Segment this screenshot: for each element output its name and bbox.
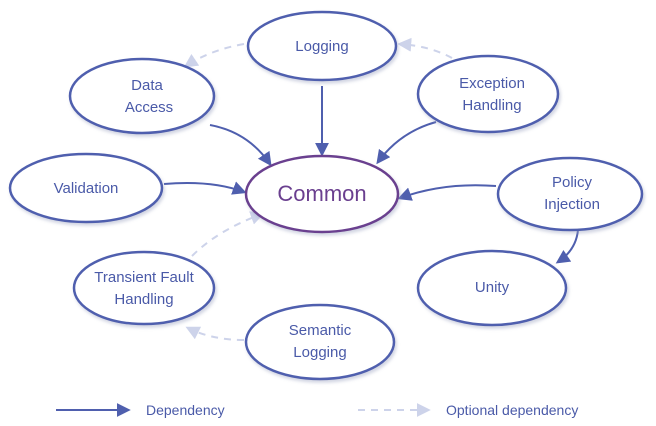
node-semantic-logging-label-line1: Semantic (289, 322, 352, 339)
edge-policy-injection-to-unity (555, 229, 579, 264)
edge-optional-semantic-to-transient (185, 326, 245, 341)
node-policy-injection-label-line1: Policy (552, 174, 593, 191)
node-policy-injection[interactable]: Policy Injection (496, 156, 644, 232)
node-validation[interactable]: Validation (8, 152, 164, 224)
node-common-label: Common (277, 181, 366, 206)
node-transient-fault-handling-label-line1: Transient Fault (94, 269, 194, 286)
node-semantic-logging-label-line2: Logging (293, 344, 346, 361)
edge-optional-logging-to-data-access (183, 43, 245, 68)
node-exception-handling-label-line1: Exception (459, 75, 525, 92)
node-semantic-logging[interactable]: Semantic Logging (244, 303, 396, 381)
node-unity[interactable]: Unity (416, 249, 568, 327)
edge-policy-injection-to-common (397, 184, 497, 201)
node-data-access-label-line2: Access (125, 99, 173, 116)
legend-dependency-label: Dependency (146, 402, 225, 418)
edge-data-access-to-common (209, 124, 272, 167)
edge-exception-handling-to-common (376, 121, 437, 165)
edge-optional-transient-to-common (191, 211, 265, 257)
edge-optional-exception-to-logging (397, 37, 453, 59)
node-transient-fault-handling[interactable]: Transient Fault Handling (72, 250, 216, 326)
node-exception-handling-label-line2: Handling (462, 97, 521, 114)
node-policy-injection-label-line2: Injection (544, 196, 600, 213)
node-transient-fault-handling-label-line2: Handling (114, 291, 173, 308)
node-validation-label: Validation (54, 180, 119, 197)
node-unity-label: Unity (475, 279, 510, 296)
node-data-access-label-line1: Data (131, 77, 163, 94)
edge-validation-to-common (163, 181, 247, 195)
node-data-access[interactable]: Data Access (68, 57, 216, 135)
legend-optional-label: Optional dependency (446, 402, 578, 418)
node-logging[interactable]: Logging (246, 10, 398, 82)
node-logging-label: Logging (295, 38, 348, 55)
node-common[interactable]: Common (244, 154, 400, 234)
node-exception-handling[interactable]: Exception Handling (416, 54, 560, 134)
legend: Dependency Optional dependency (56, 402, 578, 418)
